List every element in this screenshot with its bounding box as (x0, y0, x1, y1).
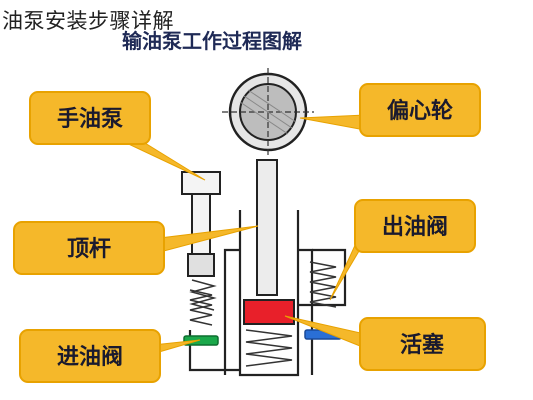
label-inlet-valve: 进油阀 (19, 329, 161, 383)
label-outlet-valve: 出油阀 (354, 199, 476, 253)
label-push-rod-text: 顶杆 (67, 237, 111, 262)
label-outlet-valve-text: 出油阀 (382, 215, 448, 240)
label-inlet-valve-text: 进油阀 (57, 345, 123, 370)
label-hand-pump: 手油泵 (29, 91, 151, 145)
label-piston: 活塞 (359, 317, 486, 371)
label-cam-text: 偏心轮 (387, 98, 453, 124)
hand-pump-illustration (181, 171, 221, 311)
piston-illustration (243, 299, 295, 367)
cam-illustration (222, 68, 314, 156)
piston-block (243, 299, 295, 325)
page-heading: 油泵安装步骤详解 (2, 9, 174, 33)
inlet-valve-disc (183, 335, 219, 346)
label-push-rod: 顶杆 (13, 221, 165, 275)
label-piston-text: 活塞 (400, 332, 445, 358)
push-rod-illustration (256, 159, 278, 296)
label-hand-pump-text: 手油泵 (57, 107, 123, 132)
inlet-valve-illustration (183, 289, 219, 346)
label-cam: 偏心轮 (359, 83, 481, 137)
diagram-title: 输油泵工作过程图解 (122, 29, 302, 53)
